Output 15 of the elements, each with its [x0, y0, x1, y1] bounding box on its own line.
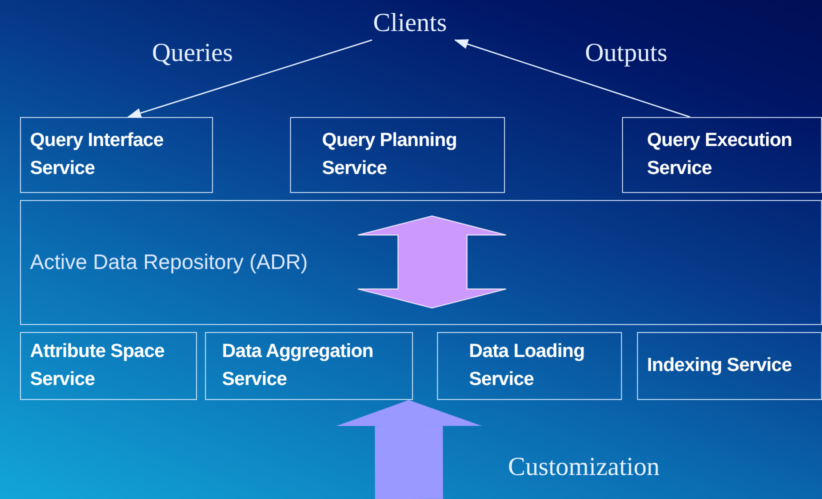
- arrow: [454, 39, 690, 118]
- service-box: Data Aggregation Service: [205, 332, 413, 400]
- service-box: Query Planning Service: [290, 117, 505, 193]
- service-box: Indexing Service: [637, 332, 822, 400]
- edge-label: Queries: [152, 38, 233, 68]
- service-box: Data Loading Service: [437, 332, 622, 400]
- edge-label: Outputs: [585, 38, 668, 68]
- repository-band: Active Data Repository (ADR): [20, 200, 822, 325]
- clients-label: Clients: [360, 6, 460, 40]
- service-box: Query Interface Service: [20, 117, 213, 193]
- arrow: [127, 39, 372, 118]
- service-box: Attribute Space Service: [20, 332, 197, 400]
- block-arrow: [336, 400, 482, 499]
- edge-label: Customization: [508, 452, 660, 482]
- service-box: Query Execution Service: [622, 117, 822, 193]
